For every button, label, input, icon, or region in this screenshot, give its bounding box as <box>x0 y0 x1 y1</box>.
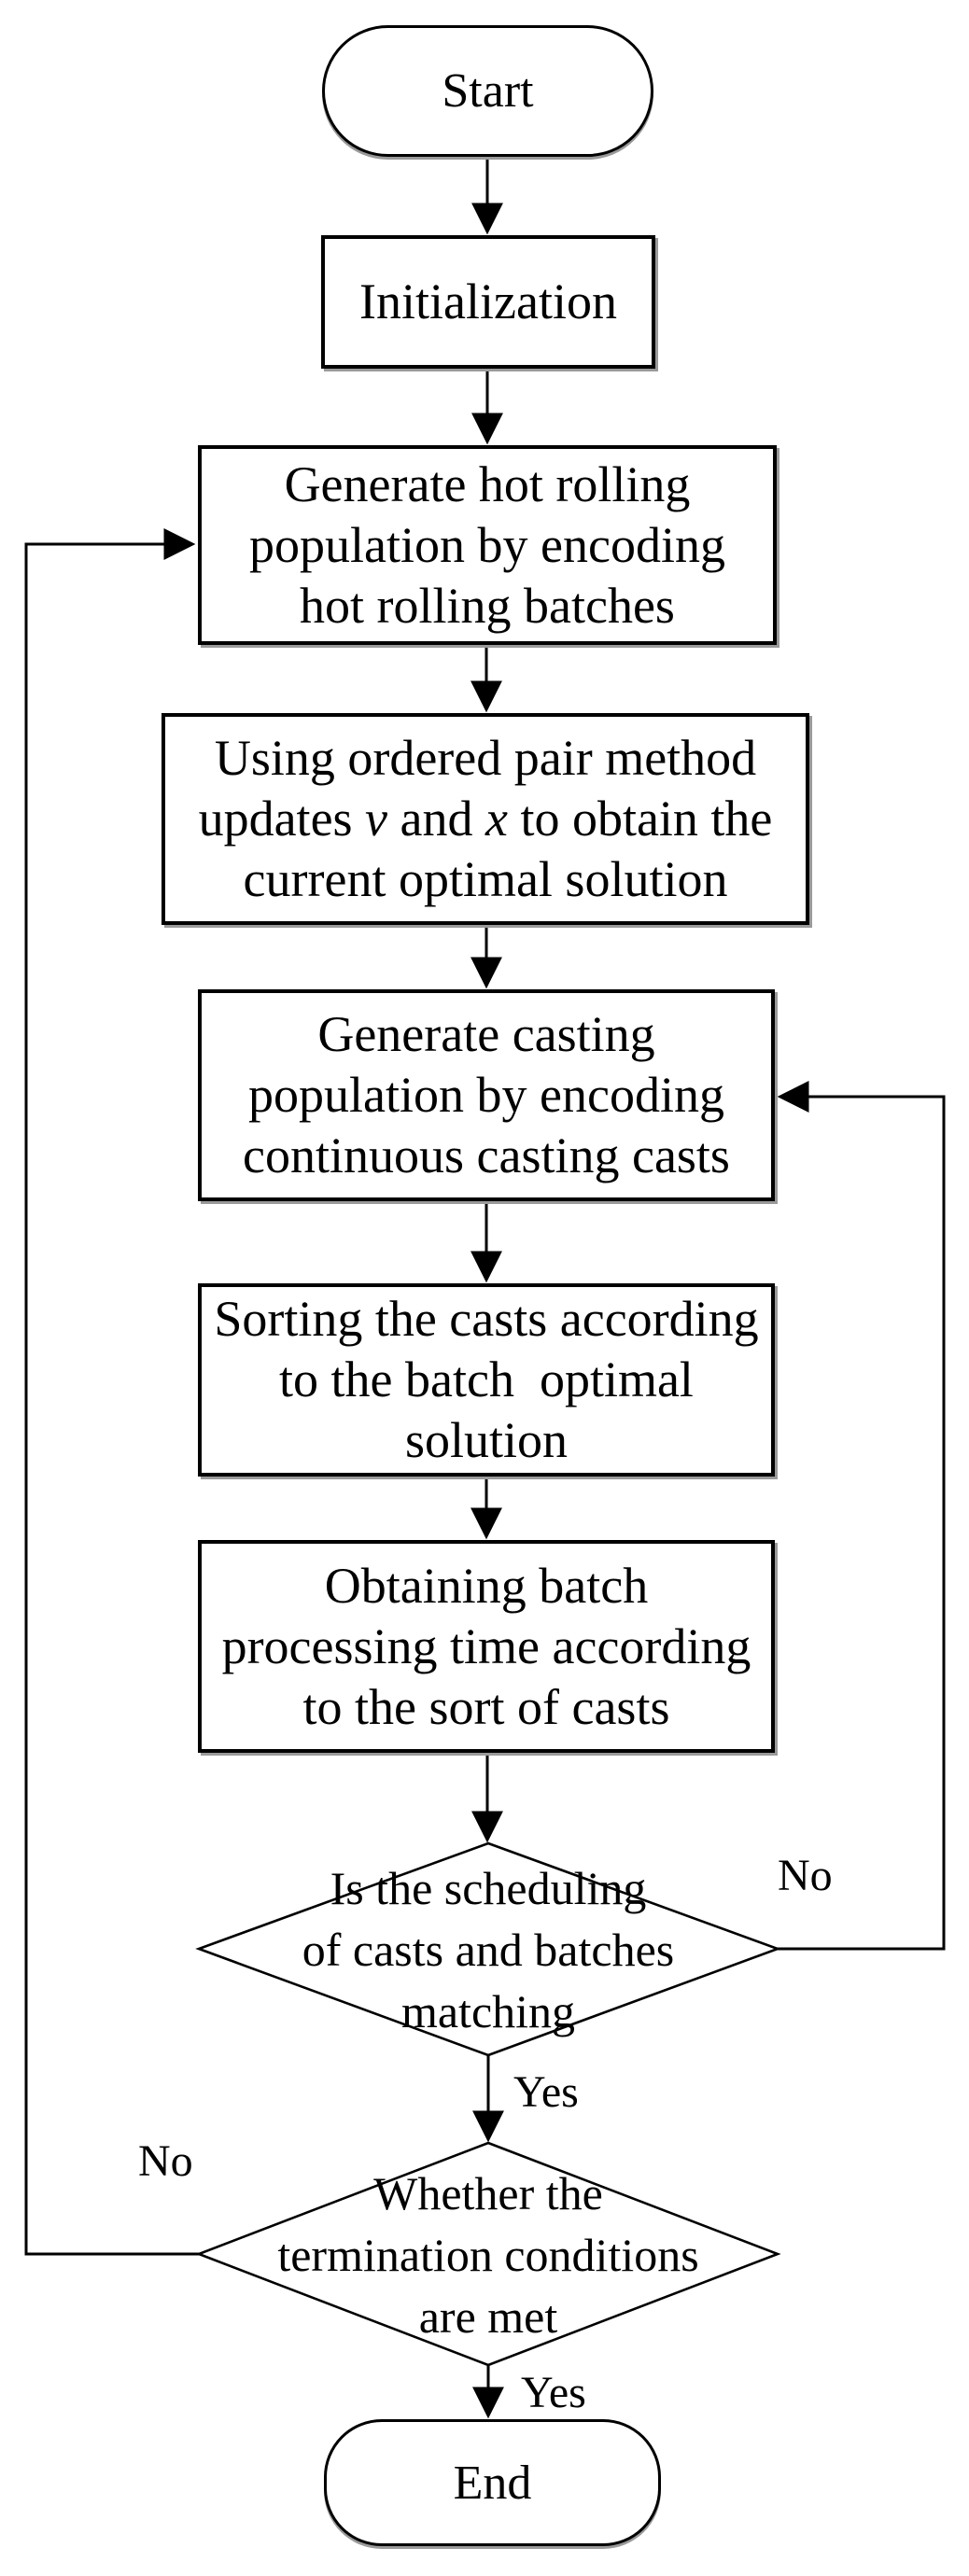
variable-x: x <box>484 791 508 847</box>
label-matching-no: No <box>778 1851 833 1900</box>
process-obtaining-batch-time: Obtaining batch processing time accordin… <box>198 1540 775 1753</box>
label-matching-yes: Yes <box>513 2067 579 2117</box>
ordered-pair-line-3: current optimal solution <box>243 851 728 907</box>
obtaining-line-2: processing time according <box>221 1617 751 1674</box>
ordered-pair-line-2-text: and <box>387 791 485 847</box>
decision-matching-shape <box>195 1841 781 2057</box>
initialization-node: Initialization <box>321 235 655 369</box>
casting-line-1: Generate casting <box>317 1006 655 1062</box>
label-termination-no: No <box>138 2136 193 2186</box>
initialization-label: Initialization <box>359 273 617 329</box>
end-label: End <box>453 2456 532 2510</box>
process-generate-casting: Generate casting population by encoding … <box>198 989 775 1201</box>
sorting-line-3: solution <box>404 1412 569 1468</box>
edge-matching-no-loop-to-casting <box>777 1081 946 1951</box>
edge-termination-no-loop-to-hot-rolling <box>24 528 199 2256</box>
matching-line-2: of casts and batches <box>302 1924 675 1976</box>
variable-v: v <box>365 791 388 847</box>
start-node: Start <box>322 25 653 157</box>
casting-line-2: population by encoding <box>248 1067 724 1123</box>
termination-line-3: are met <box>418 2290 558 2343</box>
matching-line-3: matching <box>400 1985 576 2037</box>
decision-matching-text: Is the scheduling of casts and batches m… <box>199 1857 778 2042</box>
process-sorting-casts: Sorting the casts according to the batch… <box>198 1283 775 1477</box>
casting-line-3: continuous casting casts <box>243 1127 730 1183</box>
label-termination-yes: Yes <box>521 2368 586 2417</box>
ordered-pair-line-2: updates v and x to obtain the <box>199 789 773 849</box>
obtaining-line-1: Obtaining batch <box>324 1557 649 1614</box>
hot-rolling-line-1: Generate hot rolling <box>284 455 691 512</box>
ordered-pair-line-2-text: updates <box>198 791 366 847</box>
sorting-line-2: to the batch optimal <box>279 1351 694 1407</box>
sorting-line-1: Sorting the casts according <box>214 1291 759 1347</box>
end-node: End <box>324 2419 661 2546</box>
obtaining-line-3: to the sort of casts <box>302 1678 670 1735</box>
decision-termination-text: Whether the termination conditions are m… <box>199 2163 778 2347</box>
termination-line-2: termination conditions <box>277 2229 699 2281</box>
ordered-pair-line-2-text: to obtain the <box>507 791 773 847</box>
hot-rolling-line-3: hot rolling batches <box>300 577 675 634</box>
termination-line-1: Whether the <box>373 2167 603 2219</box>
ordered-pair-line-1: Using ordered pair method <box>214 730 757 786</box>
hot-rolling-line-2: population by encoding <box>249 516 725 573</box>
decision-termination-shape <box>195 2141 781 2367</box>
matching-line-1: Is the scheduling <box>330 1862 647 1914</box>
process-generate-hot-rolling: Generate hot rolling population by encod… <box>198 445 777 645</box>
start-label: Start <box>442 64 534 118</box>
process-ordered-pair-update: Using ordered pair method updates v and … <box>162 713 809 925</box>
